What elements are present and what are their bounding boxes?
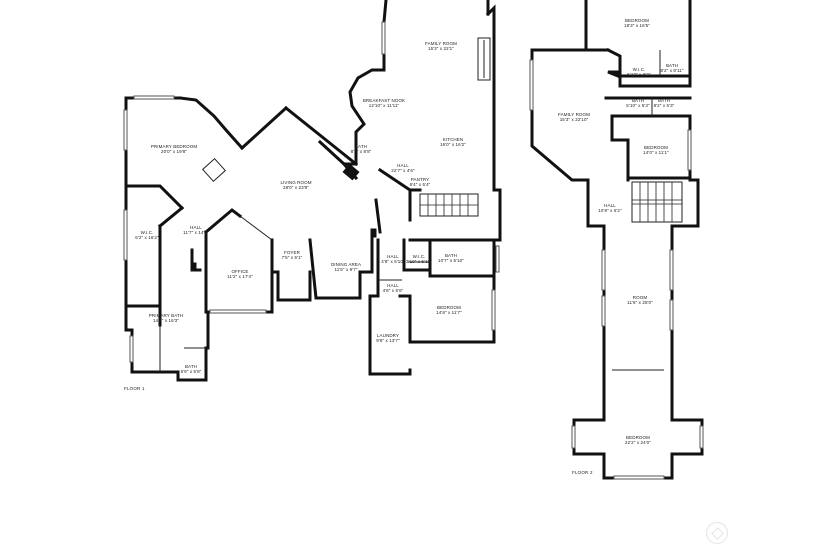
- floor-1-fixtures: [123, 21, 500, 363]
- room-label-wic: W.I.C.6'2" x 16'2": [135, 230, 159, 240]
- floor-1-walls: [124, 0, 502, 382]
- watermark-logo-icon: [706, 522, 728, 544]
- floor-2-label: FLOOR 2: [572, 470, 593, 475]
- room-label-wic: W.I.C.5'10" x 6'0": [627, 67, 651, 77]
- floor-1-stairs: [419, 193, 479, 217]
- room-label-wic: W.I.C.3'10" x 5'10": [406, 254, 432, 264]
- floor-1-label: FLOOR 1: [124, 386, 145, 391]
- floor-2-walls: [530, 0, 704, 480]
- floor-2-stairs: [631, 181, 683, 223]
- floor-2-fixtures: [529, 59, 704, 480]
